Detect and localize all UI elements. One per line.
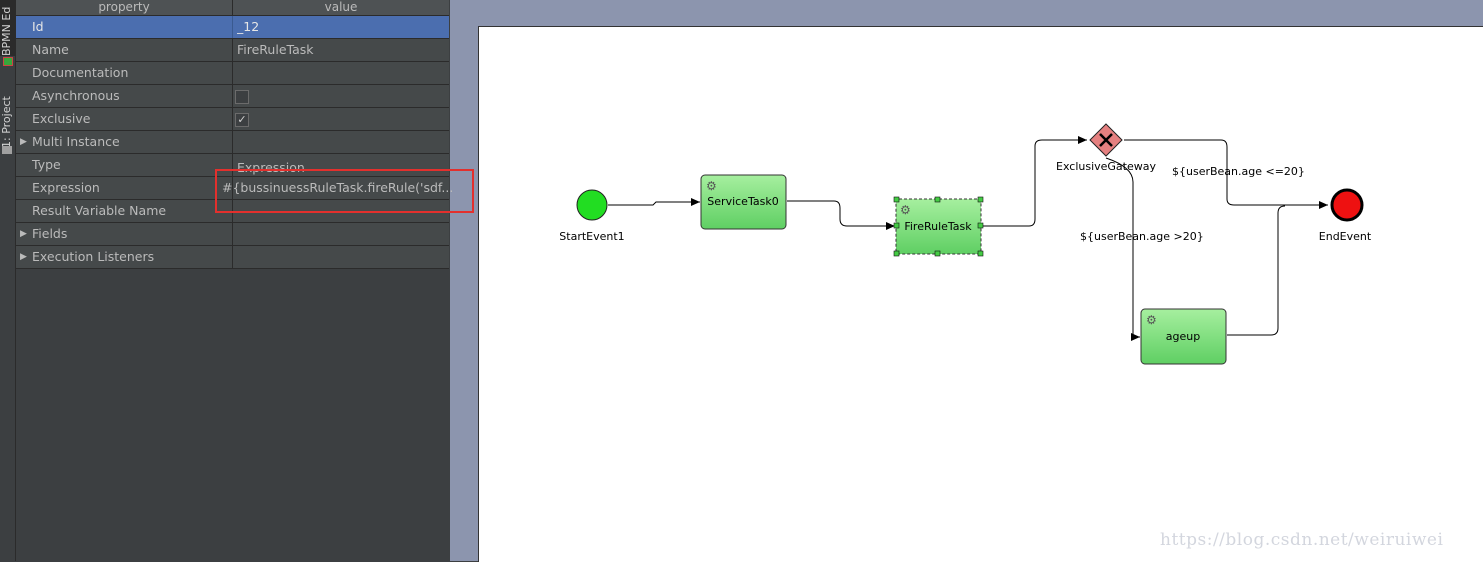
property-row-type[interactable]: Type Expression: [16, 154, 449, 177]
property-value-expression[interactable]: #{bussinuessRuleTask.fireRule('sdf...: [222, 180, 452, 195]
gear-icon: ⚙: [706, 179, 717, 193]
gateway-label: ExclusiveGateway: [1056, 160, 1156, 173]
property-row-multi-instance[interactable]: ▶ Multi Instance: [16, 131, 449, 154]
ageup-task-label: ageup: [1166, 330, 1200, 343]
property-name: Fields: [32, 226, 68, 241]
condition-label-le-20: ${userBean.age <=20}: [1172, 165, 1305, 178]
ageup-task-box[interactable]: [1140, 308, 1227, 365]
property-name: Type: [32, 157, 61, 172]
end-event-label: EndEvent: [1319, 230, 1372, 243]
expand-arrow-icon[interactable]: ▶: [20, 252, 27, 262]
expand-arrow-icon[interactable]: ▶: [20, 229, 27, 239]
property-name: Result Variable Name: [32, 203, 167, 218]
properties-panel: property value Id _12 Name FireRuleTask …: [16, 0, 449, 561]
resize-handle[interactable]: [977, 196, 984, 203]
property-name: Multi Instance: [32, 134, 120, 149]
property-value-type[interactable]: Expression: [237, 160, 305, 175]
resize-handle[interactable]: [893, 222, 900, 229]
property-name: Expression: [32, 180, 100, 195]
tab-project[interactable]: 1: Project: [0, 86, 15, 148]
property-row-documentation[interactable]: Documentation: [16, 62, 449, 85]
tab-bpmn-label: BPMN Ed: [0, 6, 13, 56]
property-name: Name: [32, 42, 69, 57]
condition-label-gt-20: ${userBean.age >20}: [1080, 230, 1204, 243]
project-folder-icon: [2, 146, 12, 154]
properties-table-header: property value: [16, 0, 449, 16]
resize-handle[interactable]: [893, 250, 900, 257]
property-row-asynchronous[interactable]: Asynchronous: [16, 85, 449, 108]
end-event-circle[interactable]: [1330, 188, 1364, 222]
property-name: Documentation: [32, 65, 129, 80]
flow-ageup-to-end[interactable]: [1227, 205, 1286, 336]
resize-handle[interactable]: [934, 250, 941, 257]
bpmn-diagram-svg: StartEvent1 ⚙ ServiceTask0 ⚙ FireRuleTas…: [559, 123, 1372, 365]
asynchronous-checkbox[interactable]: [235, 90, 249, 104]
start-event-circle[interactable]: [576, 189, 608, 221]
property-value-name[interactable]: FireRuleTask: [237, 42, 314, 57]
resize-handle[interactable]: [977, 250, 984, 257]
property-value-id[interactable]: _12: [237, 19, 260, 34]
gear-icon: ⚙: [900, 203, 911, 217]
service-task-label: ServiceTask0: [707, 195, 778, 208]
property-name: Execution Listeners: [32, 249, 155, 264]
expand-arrow-icon[interactable]: ▶: [20, 137, 27, 147]
exclusive-checkbox[interactable]: ✓: [235, 113, 249, 127]
property-name: Id: [32, 19, 44, 34]
service-task-box[interactable]: [700, 174, 787, 230]
bpmn-tab-icon: [3, 57, 13, 66]
start-event-label: StartEvent1: [559, 230, 624, 243]
watermark-url: https://blog.csdn.net/weiruiwei: [1160, 530, 1444, 550]
flow-start-to-service[interactable]: [608, 198, 700, 206]
gear-icon: ⚙: [1146, 313, 1157, 327]
property-row-name[interactable]: Name FireRuleTask: [16, 39, 449, 62]
rule-task-label: FireRuleTask: [904, 220, 972, 233]
resize-handle[interactable]: [934, 196, 941, 203]
gateway-x-icon: [1099, 133, 1113, 147]
expression-highlight-box: [215, 169, 474, 213]
property-row-execution-listeners[interactable]: ▶ Execution Listeners: [16, 246, 449, 269]
resize-handle[interactable]: [977, 222, 984, 229]
property-name: Asynchronous: [32, 88, 120, 103]
bpmn-diagram-canvas[interactable]: StartEvent1 ⚙ ServiceTask0 ⚙ FireRuleTas…: [478, 26, 1483, 562]
tab-bpmn-editor[interactable]: BPMN Ed: [0, 0, 15, 56]
flow-gateway-to-ageup[interactable]: [1105, 157, 1140, 341]
flow-rule-to-gateway[interactable]: [983, 136, 1087, 227]
flow-gateway-to-end[interactable]: [1124, 139, 1328, 209]
property-row-expression[interactable]: Expression: [16, 177, 449, 200]
tool-window-strip: BPMN Ed 1: Project: [0, 0, 16, 561]
property-row-fields[interactable]: ▶ Fields: [16, 223, 449, 246]
tab-project-label: 1: Project: [0, 96, 13, 148]
property-name: Exclusive: [32, 111, 91, 126]
resize-handle[interactable]: [893, 196, 900, 203]
property-row-exclusive[interactable]: Exclusive ✓: [16, 108, 449, 131]
column-header-value[interactable]: value: [324, 0, 358, 14]
flow-service-to-rule[interactable]: [787, 200, 895, 230]
column-header-property[interactable]: property: [16, 0, 233, 15]
property-row-id[interactable]: Id _12: [16, 16, 449, 39]
